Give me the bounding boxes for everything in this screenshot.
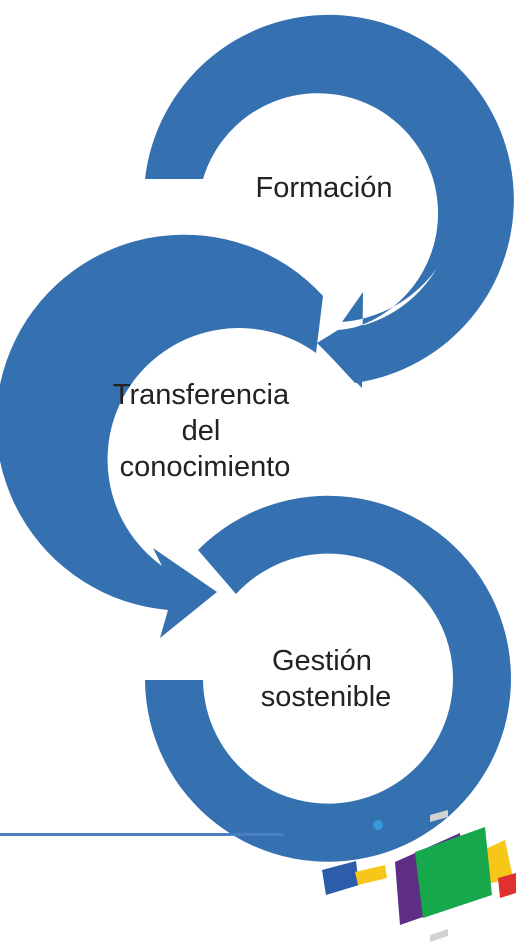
stage-label-line: Formación xyxy=(256,172,393,204)
stage-label: Gestión sostenible xyxy=(261,645,392,713)
stage-transferencia: Transferencia del conocimiento xyxy=(0,234,323,638)
stage-label-line: conocimiento xyxy=(120,451,291,483)
cycle-arrow-icon xyxy=(145,14,514,384)
cycle-arrow-icon xyxy=(0,234,323,638)
cycle-arrow-icon xyxy=(145,495,511,862)
footer-divider xyxy=(0,833,284,836)
brand-logo-icon xyxy=(322,810,516,942)
stage-formacion: Formación xyxy=(145,14,514,389)
stage-label: Transferencia del conocimiento xyxy=(113,379,297,483)
stage-label: Formación xyxy=(256,172,393,204)
stage-label-line: Transferencia xyxy=(113,379,290,411)
stage-label-line: Gestión xyxy=(272,645,372,677)
stage-gestion: Gestión sostenible xyxy=(145,495,511,862)
stage-label-line: del xyxy=(182,415,221,447)
stage-label-line: sostenible xyxy=(261,681,392,713)
